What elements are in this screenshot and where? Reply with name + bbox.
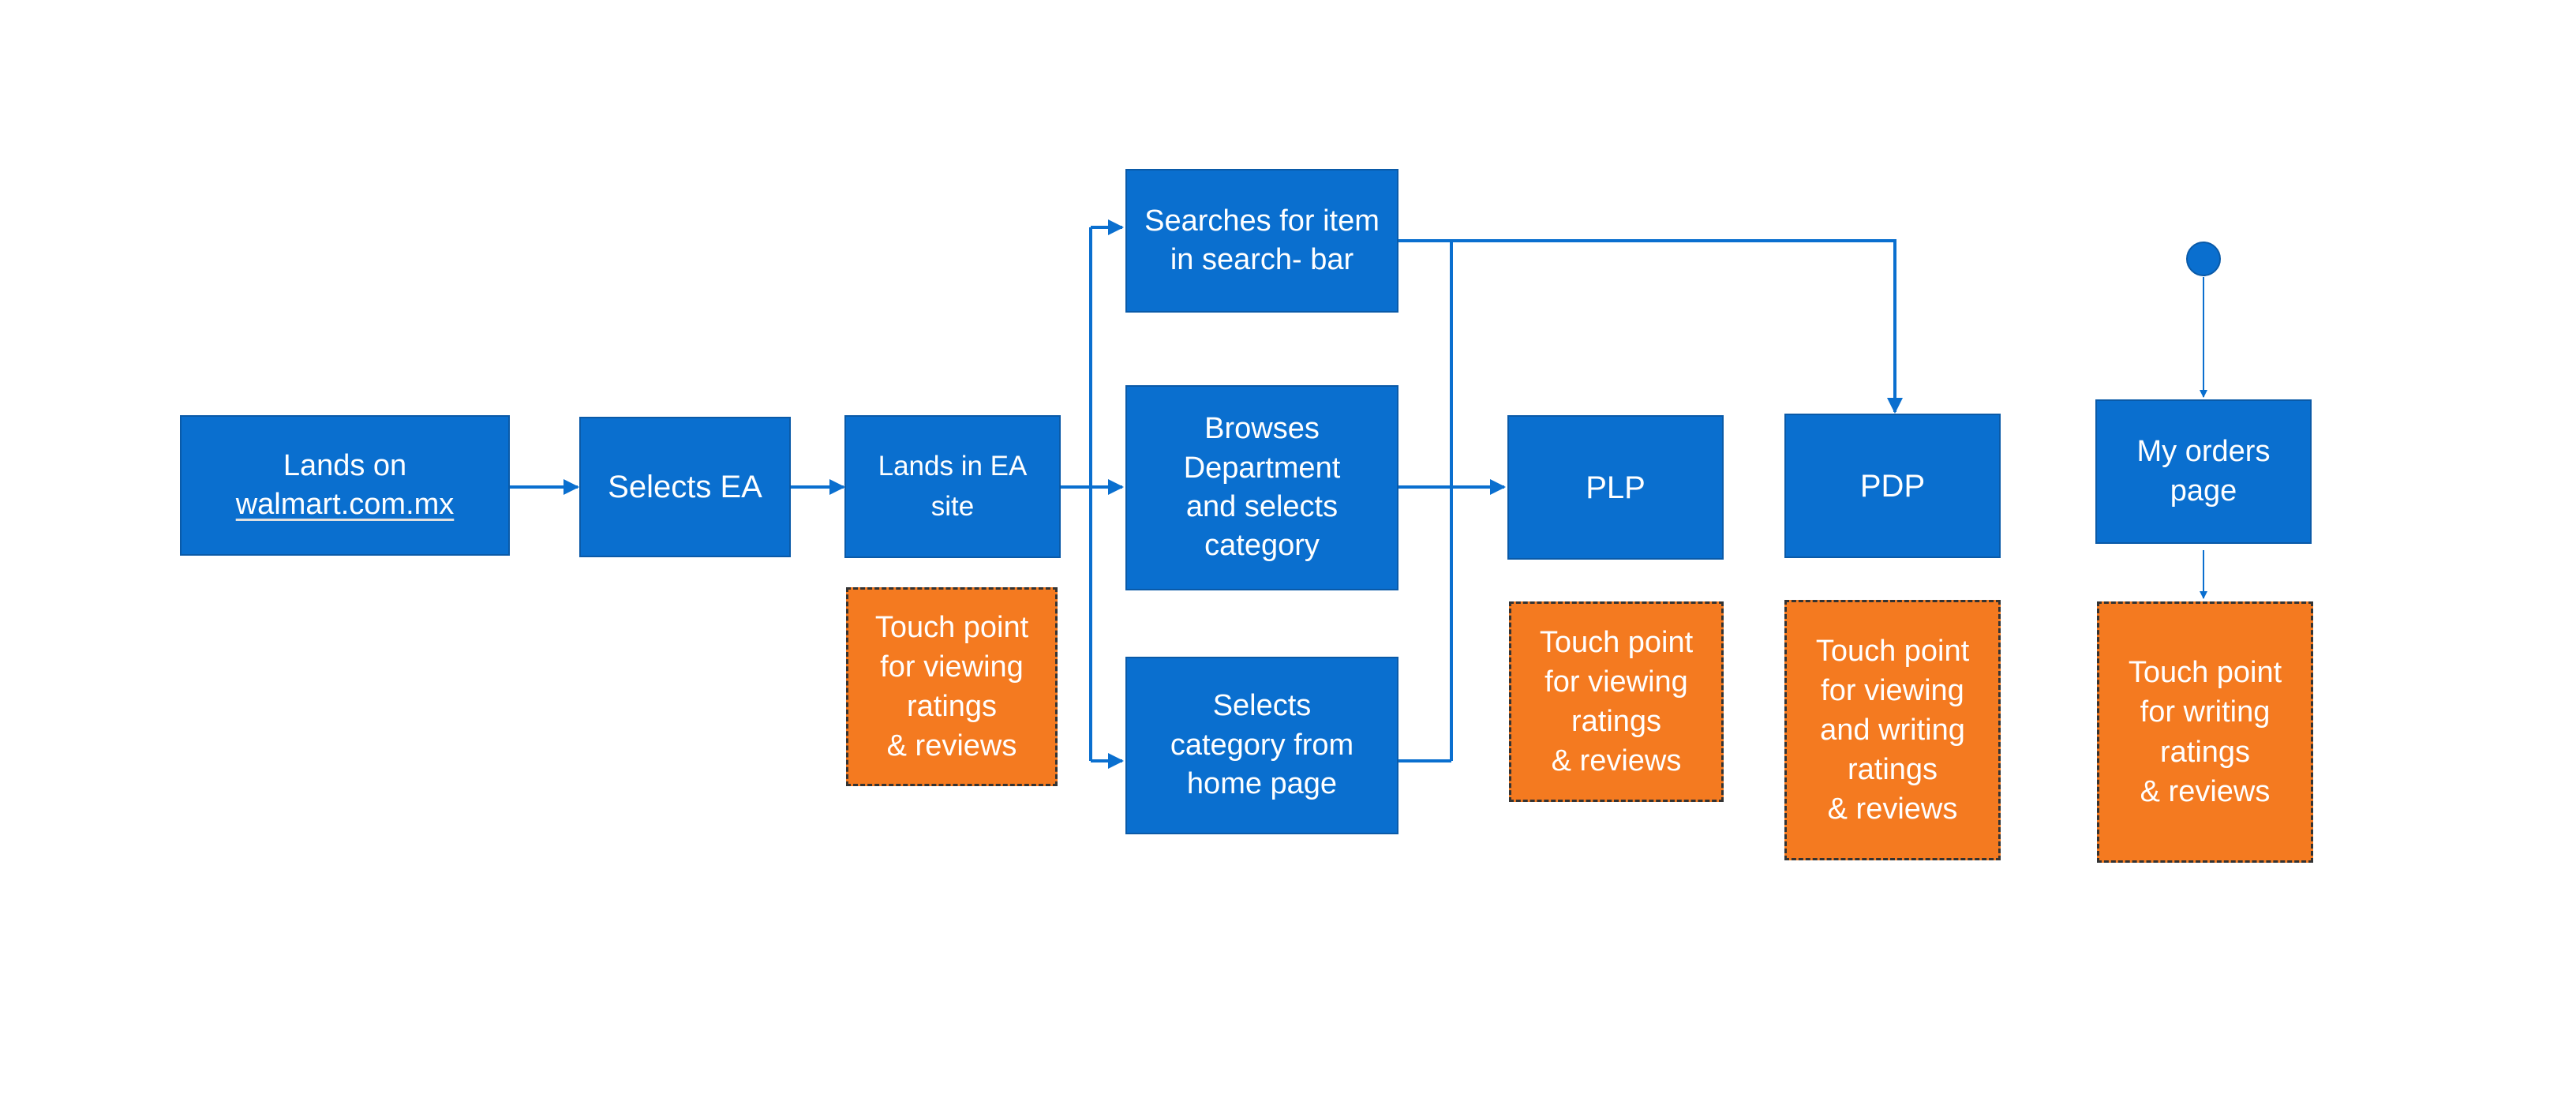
step-label: PLP bbox=[1586, 470, 1646, 505]
step-label: Selects bbox=[1212, 689, 1312, 723]
touch-point-label: Touch point bbox=[874, 610, 1029, 644]
start-node-icon bbox=[2186, 242, 2221, 276]
connector-searches-to-pdp bbox=[1398, 239, 1903, 414]
step-label: Selects EA bbox=[608, 470, 762, 504]
step-label: site bbox=[930, 490, 975, 522]
step-label: category bbox=[1204, 529, 1320, 563]
touch-point-label: Touch point bbox=[1815, 634, 1970, 668]
step-label: PDP bbox=[1859, 468, 1926, 504]
step-pdp: PDP bbox=[1784, 414, 2001, 558]
touch-point-label: ratings bbox=[1847, 753, 1938, 787]
step-lands-in-ea-site: Lands in EA site bbox=[844, 415, 1061, 558]
touch-point-label: & reviews bbox=[2140, 774, 2271, 808]
step-searches-for-item: Searches for item in search- bar bbox=[1125, 169, 1398, 313]
step-lands-on-walmart: Lands on walmart.com.mx bbox=[180, 415, 510, 556]
touch-point-label: for writing bbox=[2140, 695, 2271, 729]
step-label: Lands in EA bbox=[878, 450, 1028, 481]
step-label: Lands on bbox=[283, 448, 407, 482]
touch-point-label: Touch point bbox=[1539, 625, 1694, 659]
step-my-orders-page: My orders page bbox=[2095, 399, 2312, 544]
touch-point-label: for viewing bbox=[1544, 665, 1688, 699]
touch-point-my-orders: Touch point for writing ratings & review… bbox=[2097, 601, 2313, 863]
step-label: and selects bbox=[1185, 490, 1339, 523]
step-label: page bbox=[2170, 474, 2237, 508]
site-link: walmart.com.mx bbox=[235, 488, 455, 521]
touch-point-label: for viewing bbox=[1821, 673, 1964, 707]
touch-point-label: for viewing bbox=[880, 650, 1024, 684]
step-label: Searches for item bbox=[1144, 204, 1380, 238]
step-label: Department bbox=[1183, 451, 1341, 485]
touch-point-ea-site: Touch point for viewing ratings & review… bbox=[846, 587, 1058, 786]
touch-point-label: ratings bbox=[1571, 705, 1662, 738]
step-label: category from bbox=[1170, 728, 1354, 762]
step-selects-category-from-home: Selects category from home page bbox=[1125, 657, 1398, 834]
step-selects-ea: Selects EA bbox=[579, 417, 791, 557]
touch-point-label: & reviews bbox=[886, 729, 1017, 763]
touch-point-label: ratings bbox=[906, 690, 998, 723]
touch-point-plp: Touch point for viewing ratings & review… bbox=[1509, 601, 1724, 802]
touch-point-label: & reviews bbox=[1551, 744, 1682, 778]
touch-point-pdp: Touch point for viewing and writing rati… bbox=[1784, 600, 2001, 860]
step-label: Browses bbox=[1204, 412, 1320, 446]
touch-point-label: Touch point bbox=[2128, 656, 2282, 690]
step-label: My orders bbox=[2136, 435, 2271, 469]
step-label: in search- bar bbox=[1170, 243, 1354, 276]
touch-point-label: and writing bbox=[1820, 713, 1965, 747]
step-browses-department: Browses Department and selects category bbox=[1125, 385, 1398, 590]
touch-point-label: & reviews bbox=[1827, 792, 1958, 826]
step-label: home page bbox=[1186, 767, 1338, 801]
touch-point-label: ratings bbox=[2159, 735, 2251, 769]
step-plp: PLP bbox=[1507, 415, 1724, 560]
